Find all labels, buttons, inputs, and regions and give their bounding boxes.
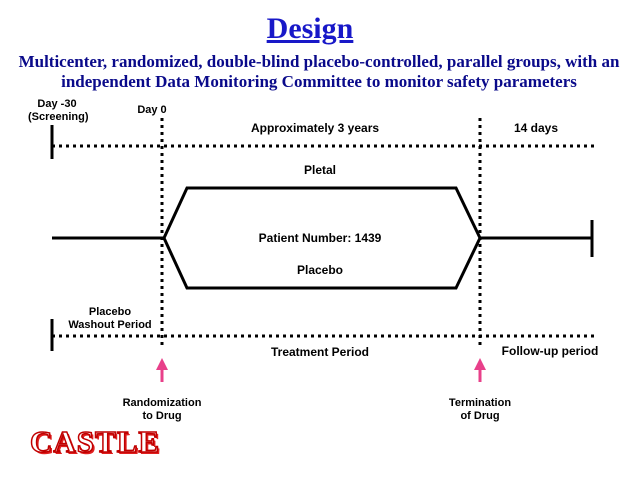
day0-label: Day 0 [137,104,167,116]
randomization-label: Randomization to Drug [112,397,212,423]
treatment-period-label: Treatment Period [270,345,370,359]
randomization-line-1: Randomization [122,397,202,409]
day-minus30-text: Day -30 [37,98,77,110]
treatment-arm-hexagon [162,186,482,290]
design-subtitle: Multicenter, randomized, double-blind pl… [0,52,638,92]
fourteen-days-label: 14 days [513,121,559,135]
pletal-label: Pletal [303,163,336,177]
randomization-line-2: to Drug [142,410,182,422]
termination-label: Termination of Drug [434,397,526,423]
subtitle-line-2: independent Data Monitoring Committee to… [61,72,577,91]
placebo-washout-line-2: Washout Period [68,319,152,331]
followup-period-label: Follow-up period [501,344,599,358]
placebo-label: Placebo [296,263,344,277]
page-title: Design [266,12,354,45]
randomization-arrow-icon [156,358,168,382]
patient-number-label: Patient Number: 1439 [258,231,382,245]
termination-arrow-icon [474,358,486,382]
castle-logo: CASTLE [29,423,161,460]
placebo-washout-label: Placebo Washout Period [62,306,158,332]
subtitle-line-1: Multicenter, randomized, double-blind pl… [18,52,620,71]
approx-years-label: Approximately 3 years [250,121,380,135]
termination-line-2: of Drug [460,410,500,422]
screening-text: (Screening) [28,111,89,123]
day-minus30-label: Day -30 (Screening) [28,98,89,124]
termination-line-1: Termination [448,397,512,409]
placebo-washout-line-1: Placebo [88,306,132,318]
